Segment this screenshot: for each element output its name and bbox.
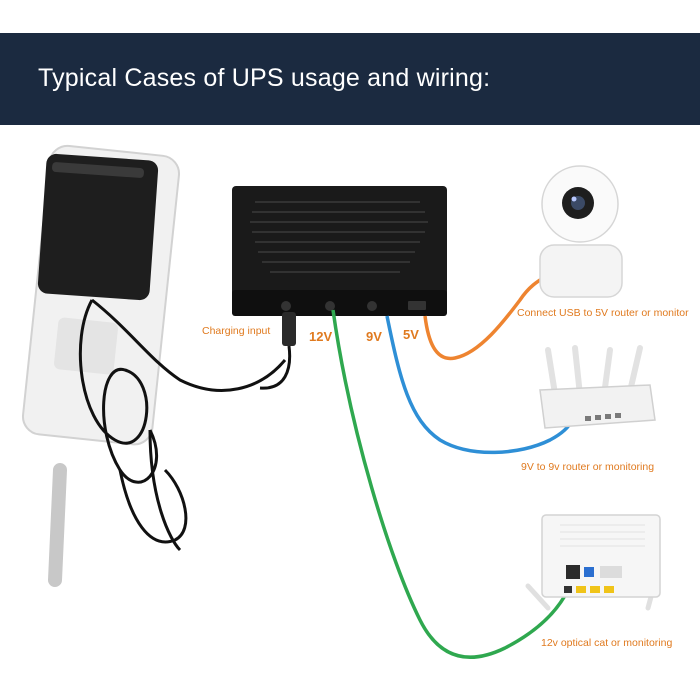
port-12v-label: 12V [309, 329, 333, 344]
ups-box-icon [232, 186, 447, 316]
optical-modem-icon [525, 514, 661, 611]
power-adapter-icon [37, 153, 159, 301]
header-banner [0, 33, 700, 125]
camera-icon [539, 165, 623, 298]
page-title: Typical Cases of UPS usage and wiring: [38, 64, 491, 92]
charging-input-label: Charging input [202, 325, 271, 337]
adapter-cable [78, 298, 287, 552]
wire-12v [331, 309, 570, 659]
router-icon [539, 345, 656, 429]
port-9v-label: 9V [366, 329, 382, 344]
router-9v-label: 9V to 9v router or monitoring [521, 461, 655, 473]
charging-plug [259, 312, 296, 390]
wire-5v [423, 273, 549, 361]
usb-5v-label: Connect USB to 5V router or monitor [517, 307, 689, 319]
port-5v-label: 5V [403, 327, 419, 342]
wire-9v [385, 315, 574, 455]
optical-12v-label: 12v optical cat or monitoring [541, 637, 673, 649]
